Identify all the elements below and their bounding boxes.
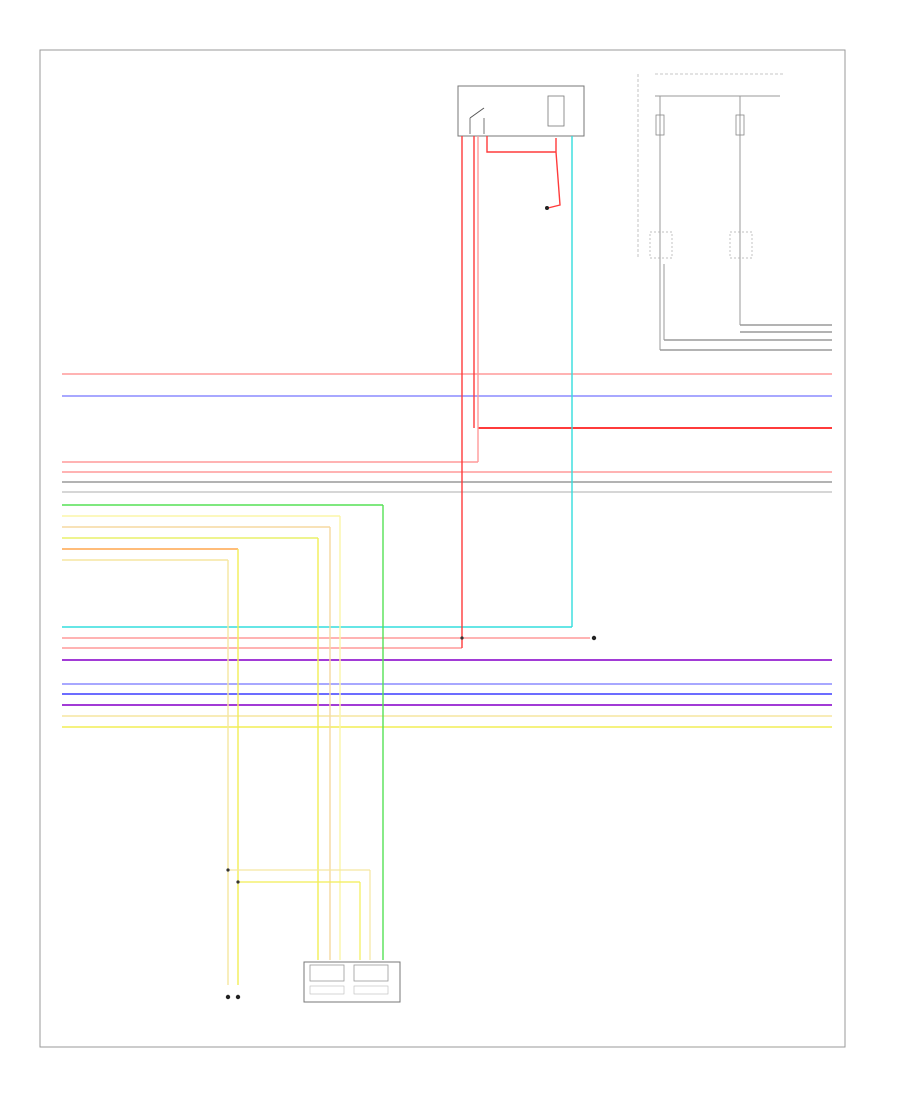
relay-red-loop [486,136,561,209]
right-switch [729,231,753,259]
relay-verticals [460,136,573,648]
fuse-right [735,114,745,136]
left-switch [649,231,673,259]
bottom-verticals [226,505,384,985]
connector-block [303,961,401,1003]
fuse-block [637,73,832,351]
ground-top-icon [545,206,549,210]
diagram-border [39,49,846,1048]
ground-bottom-icon [225,994,231,1000]
relay-box [457,85,585,137]
wire-runs [62,373,832,728]
fuse-left [655,114,665,136]
ground-mid-icon [591,635,597,641]
